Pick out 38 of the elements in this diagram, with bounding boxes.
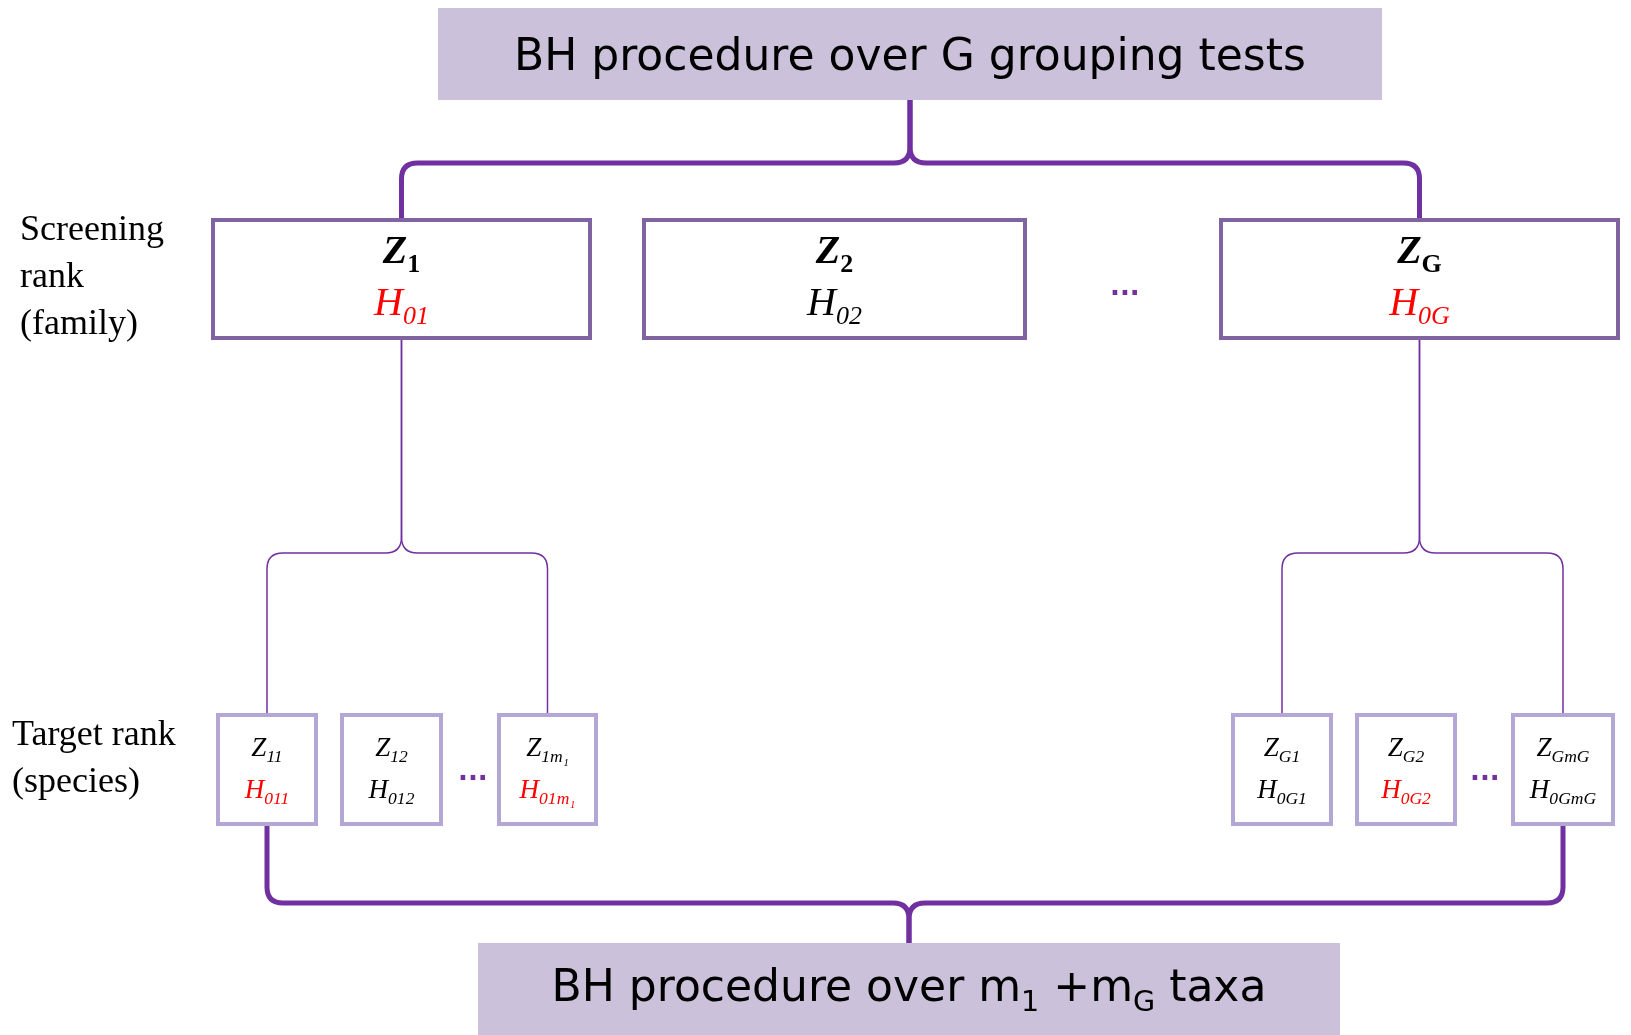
taxon-box bbox=[1355, 713, 1457, 826]
hypothesis-label: H$_{02}$ bbox=[807, 279, 862, 331]
hypothesis-label: H$_{012}$ bbox=[368, 772, 415, 810]
hypothesis-label: H$_{0G}$ bbox=[1389, 279, 1450, 331]
ellipsis: ... bbox=[1470, 755, 1501, 788]
taxon-box bbox=[340, 713, 443, 826]
hypothesis-label: H$_{01}$ bbox=[374, 279, 429, 331]
statistic-label: Z$_{11}$ bbox=[251, 730, 283, 769]
taxon-box bbox=[1511, 713, 1615, 826]
statistic-label: Z$_{G2}$ bbox=[1387, 730, 1425, 769]
ellipsis: ... bbox=[1110, 270, 1141, 303]
statistic-label: Z$_{G1}$ bbox=[1263, 730, 1301, 769]
hypothesis-label: H$_{0G1}$ bbox=[1257, 772, 1307, 810]
heading-text: BH procedure over G grouping tests bbox=[514, 28, 1306, 80]
rank-label: Target rank (species) bbox=[12, 712, 177, 802]
heading-text: BH procedure over m$_{1}$ +m$_{G}$ taxa bbox=[551, 960, 1267, 1018]
brace-line bbox=[400, 339, 549, 714]
brace-line bbox=[907, 100, 1422, 218]
rank-label: Screening rank (family) bbox=[20, 207, 165, 344]
grouping-test-box bbox=[1219, 218, 1620, 340]
grouping-test-box bbox=[642, 218, 1027, 340]
taxon-box bbox=[216, 713, 318, 826]
statistic-label: Z$_{1m₁}$ bbox=[526, 730, 569, 769]
statistic-label: Z$_{1}$ bbox=[382, 227, 421, 279]
brace-line bbox=[906, 826, 1566, 943]
taxon-box bbox=[497, 713, 598, 826]
statistic-label: Z$_{2}$ bbox=[815, 227, 854, 279]
statistic-label: Z$_{G}$ bbox=[1397, 227, 1442, 279]
statistic-label: Z$_{12}$ bbox=[375, 730, 408, 769]
taxon-box bbox=[1231, 713, 1333, 826]
hypothesis-label: H$_{0G2}$ bbox=[1381, 772, 1431, 810]
brace-line bbox=[1418, 339, 1564, 714]
ellipsis: ... bbox=[458, 755, 489, 788]
hypothesis-label: H$_{011}$ bbox=[244, 772, 290, 810]
heading-box bbox=[438, 8, 1382, 100]
heading-box bbox=[478, 943, 1340, 1035]
hypothesis-label: H$_{01m₁}$ bbox=[519, 772, 576, 810]
grouping-test-box bbox=[211, 218, 592, 340]
